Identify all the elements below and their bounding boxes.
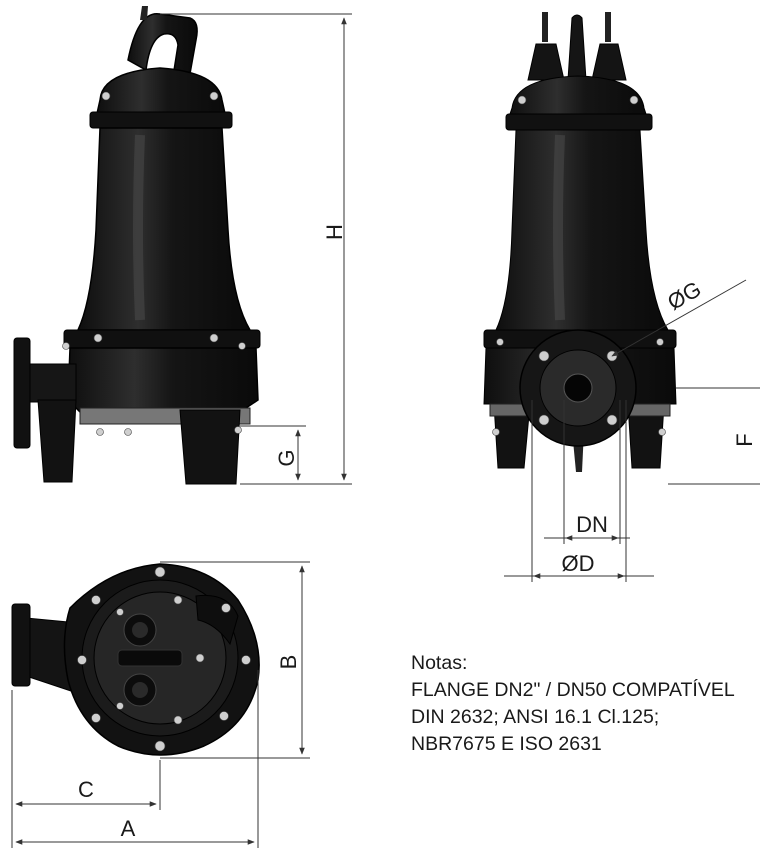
motor-cap xyxy=(95,67,227,119)
label-dn: DN xyxy=(576,512,608,537)
notes-line-2: DIN 2632; ANSI 16.1 Cl.125; xyxy=(411,706,660,728)
notes-line-3: NBR7675 E ISO 2631 xyxy=(411,733,602,755)
label-h: H xyxy=(322,224,347,240)
front-view xyxy=(483,12,677,472)
notes-block: Notas: FLANGE DN2" / DN50 COMPATÍVEL DIN… xyxy=(411,650,760,758)
dimension-dn xyxy=(504,400,654,582)
dimension-g-diameter xyxy=(611,279,747,357)
label-f: F xyxy=(732,433,757,446)
motor-housing xyxy=(76,127,252,331)
label-g-height: G xyxy=(274,449,299,466)
dimension-g-height xyxy=(240,425,306,481)
side-view xyxy=(13,6,261,485)
top-view xyxy=(11,563,260,756)
notes-title: Notas: xyxy=(411,652,468,674)
dimension-b xyxy=(160,561,310,759)
dimension-h xyxy=(160,13,352,485)
dimension-f xyxy=(668,387,760,485)
label-c: C xyxy=(78,777,94,802)
label-b: B xyxy=(276,655,301,670)
label-g-diameter: ØG xyxy=(663,276,705,315)
dimension-c xyxy=(11,670,259,848)
volute xyxy=(67,347,259,413)
notes-line-1: FLANGE DN2" / DN50 COMPATÍVEL xyxy=(411,679,735,701)
label-a: A xyxy=(121,816,136,841)
label-d: ØD xyxy=(562,551,595,576)
